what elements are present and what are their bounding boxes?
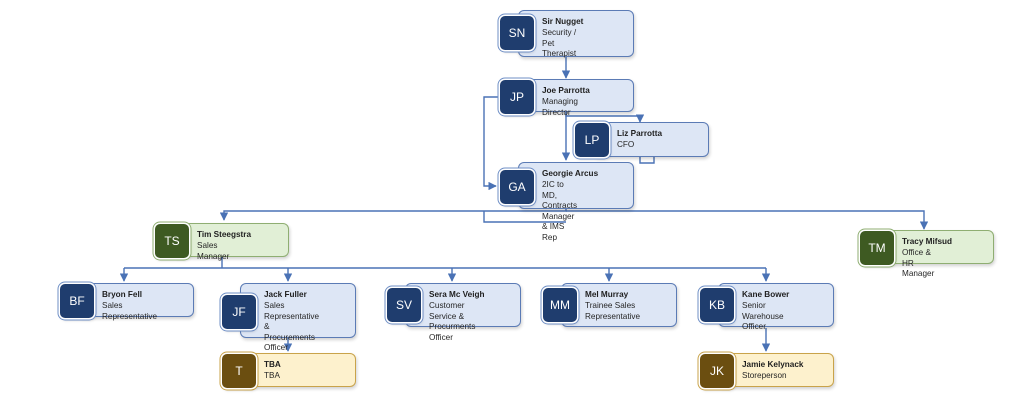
avatar: T — [222, 354, 256, 388]
person-name: Sera Mc Veigh — [429, 290, 485, 299]
person-role: Trainee Sales Representative — [585, 301, 641, 321]
person-name: Jamie Kelynack — [742, 360, 804, 369]
avatar: MM — [543, 288, 577, 322]
person-role: 2IC to MD, Contracts Manager & IMS Rep — [542, 180, 578, 242]
person-role: Sales Manager — [197, 241, 230, 261]
avatar: JK — [700, 354, 734, 388]
node-card — [593, 122, 709, 157]
person-role: Customer Service & Procurments Officer — [429, 301, 476, 342]
line-jp-ga-side — [483, 96, 500, 191]
person-name: Liz Parrotta — [617, 129, 663, 138]
avatar: KB — [700, 288, 734, 322]
person-name: Kane Bower — [742, 290, 790, 299]
person-role: CFO — [617, 140, 635, 149]
avatar: LP — [575, 123, 609, 157]
line-lp-stub — [639, 157, 655, 164]
person-role: Sales Representative & Procurements Offi… — [264, 301, 320, 353]
node-card — [518, 79, 634, 112]
node-card — [718, 353, 834, 387]
avatar: BF — [60, 284, 94, 318]
person-role: Security / Pet Therapist — [542, 28, 577, 59]
avatar: SV — [387, 288, 421, 322]
avatar: JF — [222, 295, 256, 329]
avatar: TM — [860, 231, 894, 265]
node-card — [240, 283, 356, 338]
avatar: TS — [155, 224, 189, 258]
person-role: Senior Warehouse Officer — [742, 301, 784, 332]
node-card — [878, 230, 994, 264]
node-card — [718, 283, 834, 327]
avatar: SN — [500, 16, 534, 50]
person-role: TBA — [264, 371, 280, 380]
person-name: Mel Murray — [585, 290, 629, 299]
avatar: GA — [500, 170, 534, 204]
avatar: JP — [500, 80, 534, 114]
line-ga-loop — [483, 211, 566, 223]
person-name: Georgie Arcus — [542, 169, 599, 178]
person-name: TBA — [264, 360, 281, 369]
node-card — [561, 283, 677, 327]
node-card — [518, 162, 634, 209]
person-name: Sir Nugget — [542, 17, 584, 26]
person-name: Jack Fuller — [264, 290, 307, 299]
person-name: Bryon Fell — [102, 290, 143, 299]
person-role: Managing Director — [542, 97, 578, 117]
node-card — [518, 10, 634, 57]
node-card — [173, 223, 289, 257]
node-card — [405, 283, 521, 327]
person-name: Tim Steegstra — [197, 230, 251, 239]
person-role: Storeperson — [742, 371, 787, 380]
person-role: Sales Representative — [102, 301, 158, 321]
node-card — [240, 353, 356, 387]
person-name: Joe Parrotta — [542, 86, 590, 95]
line-ga-bus — [219, 209, 567, 221]
line-ga-tm — [566, 210, 929, 230]
person-role: Office & HR Manager — [902, 248, 935, 279]
person-name: Tracy Mifsud — [902, 237, 953, 246]
